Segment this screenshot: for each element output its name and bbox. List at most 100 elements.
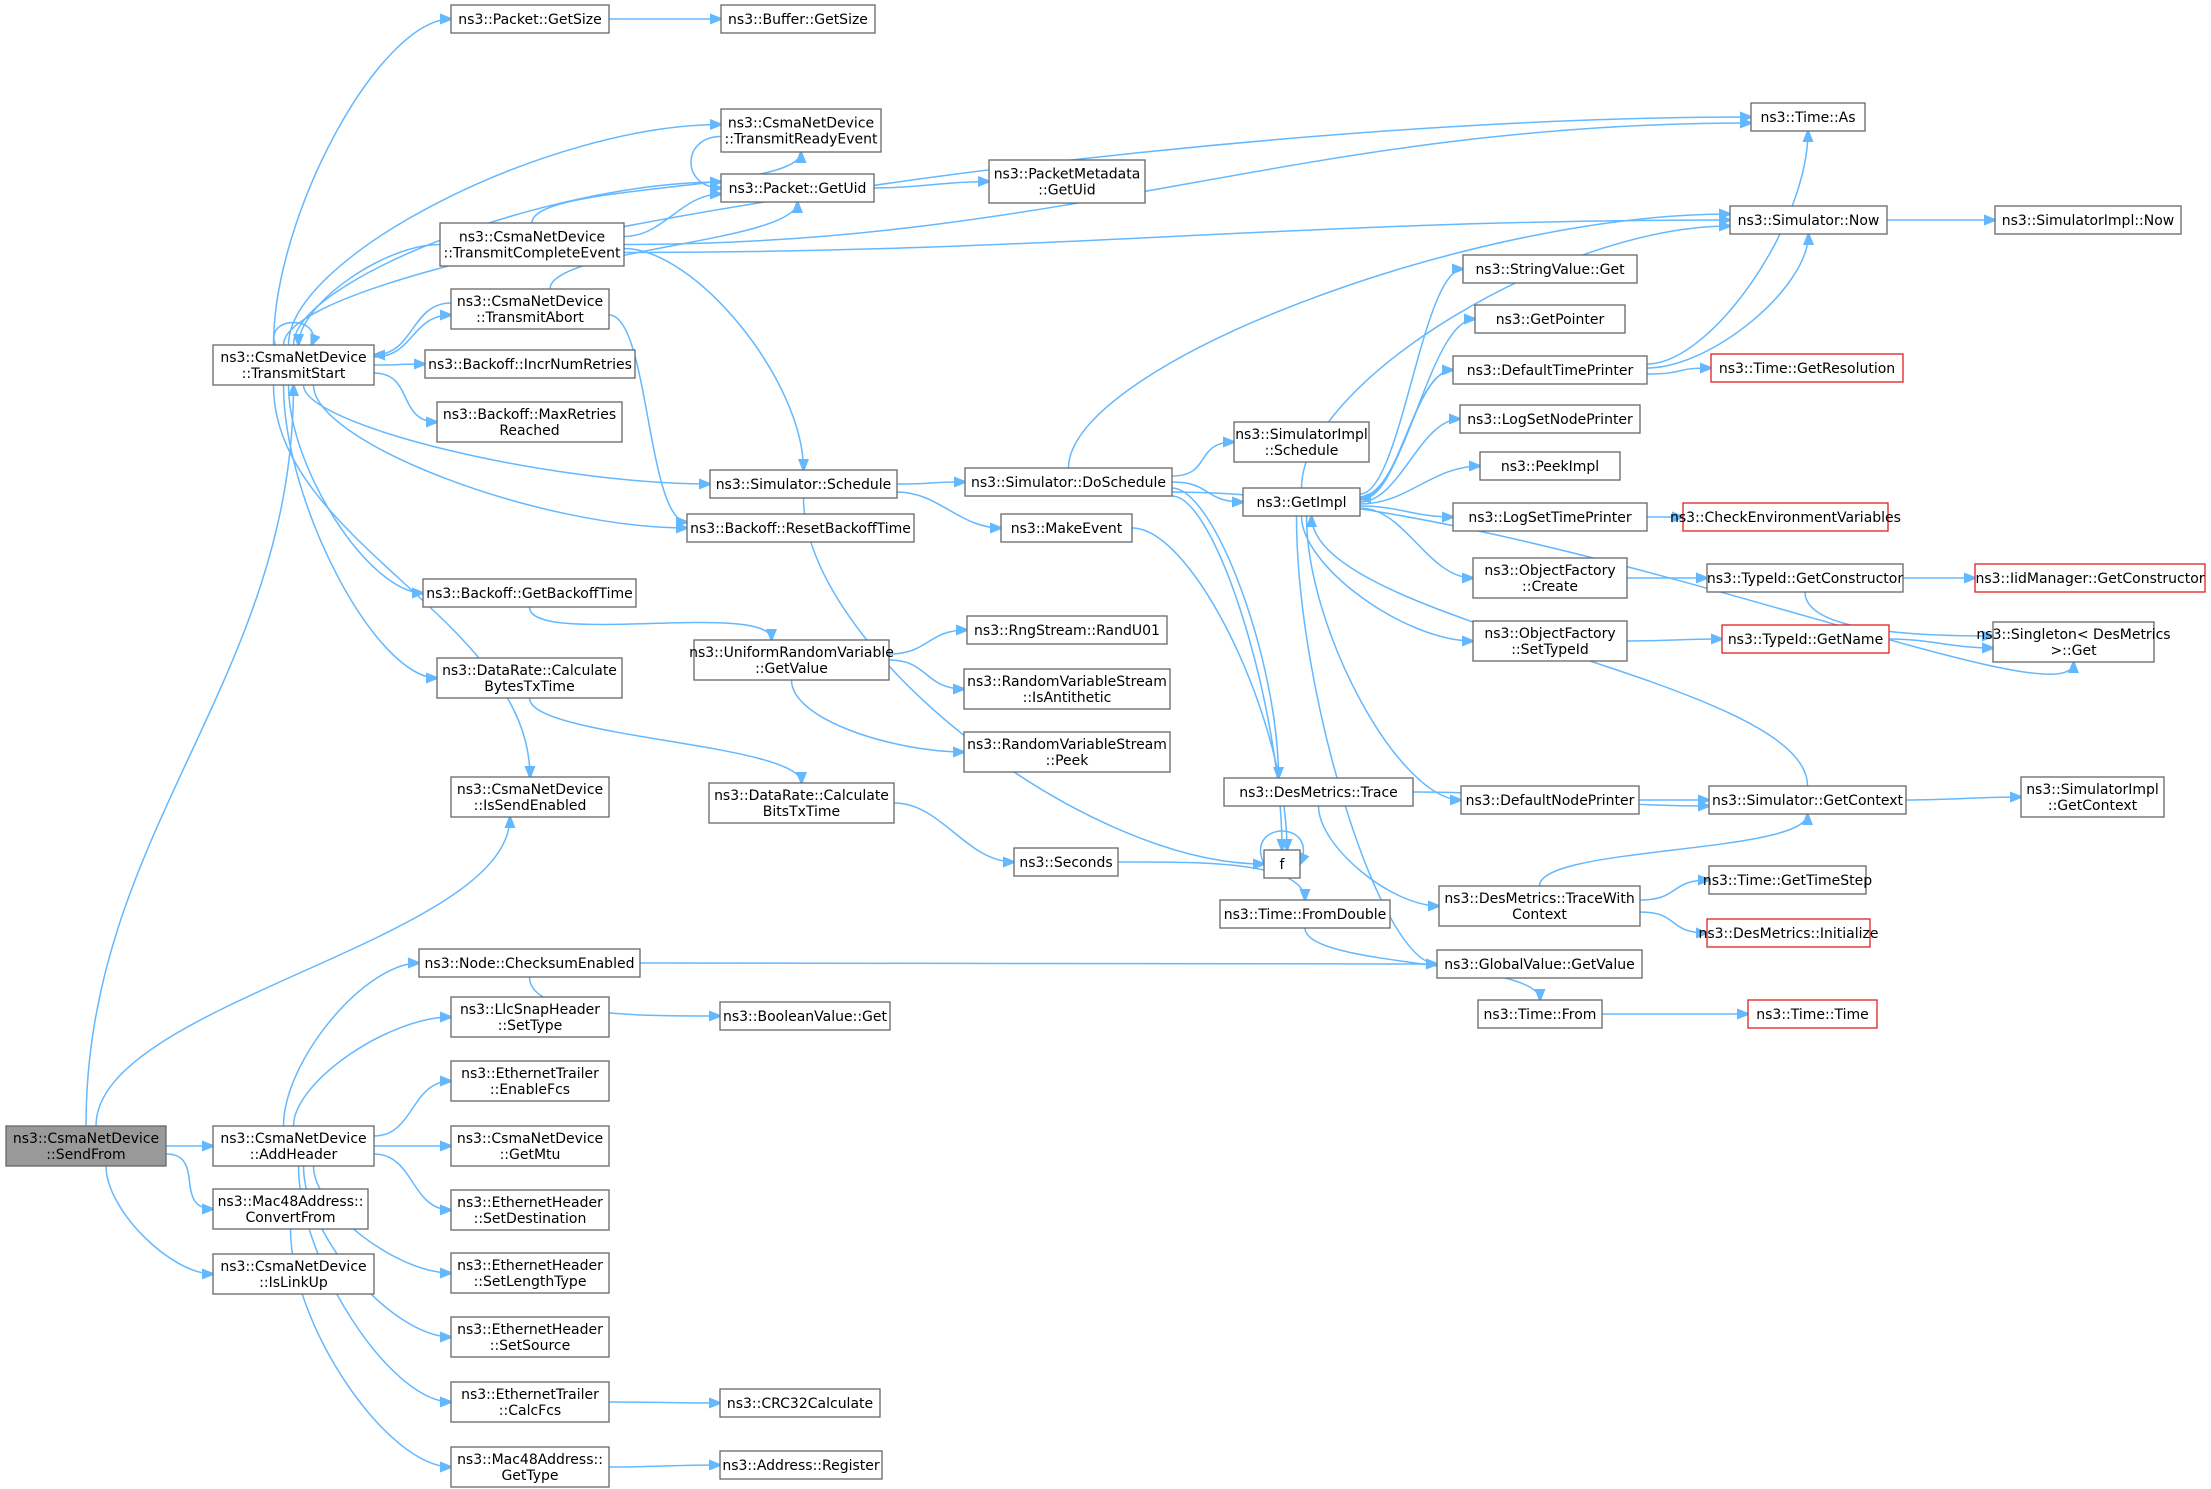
node-desm_trace[interactable]: ns3::DesMetrics::Trace (1223, 777, 1414, 807)
edge-transmitcomplete-to-pkt_getuid (623, 194, 721, 238)
node-label: ::SendFrom (46, 1147, 125, 1163)
node-typeid_getname[interactable]: ns3::TypeId::GetName (1721, 624, 1890, 654)
edge-transmitcomplete-to-transmitstart (299, 243, 441, 346)
node-label: ns3::MakeEvent (1011, 521, 1123, 537)
node-gettimestep[interactable]: ns3::Time::GetTimeStep (1703, 865, 1872, 895)
node-box (5, 1125, 167, 1167)
node-box (1474, 304, 1626, 334)
node-fromdouble[interactable]: ns3::Time::FromDouble (1219, 899, 1391, 929)
node-addheader[interactable]: ns3::CsmaNetDevice::AddHeader (212, 1125, 375, 1167)
node-boolval_get[interactable]: ns3::BooleanValue::Get (719, 1001, 891, 1031)
edge-deftimeprinter-to-getimpl (1360, 369, 1454, 498)
node-getcontext[interactable]: ns3::Simulator::GetContext (1708, 785, 1907, 815)
node-peekimpl[interactable]: ns3::PeekImpl (1479, 451, 1621, 481)
node-label: ::AddHeader (250, 1147, 338, 1163)
node-box (1992, 621, 2155, 663)
node-transmitabort[interactable]: ns3::CsmaNetDevice::TransmitAbort (450, 288, 610, 330)
node-setlentype[interactable]: ns3::EthernetHeader::SetLengthType (450, 1252, 610, 1294)
node-crc32[interactable]: ns3::CRC32Calculate (719, 1388, 881, 1418)
node-schedule[interactable]: ns3::Simulator::Schedule (709, 469, 898, 499)
edge-getimpl-to-defnodeprinter (1305, 515, 1462, 800)
node-box (450, 1189, 610, 1231)
node-calcfcs[interactable]: ns3::EthernetTrailer::CalcFcs (450, 1381, 610, 1423)
node-label: ns3::EthernetHeader (457, 1322, 603, 1338)
node-getresolution[interactable]: ns3::Time::GetResolution (1710, 353, 1904, 383)
node-getconstructor[interactable]: ns3::TypeId::GetConstructor (1706, 563, 1904, 593)
node-setsource[interactable]: ns3::EthernetHeader::SetSource (450, 1316, 610, 1358)
node-pm_getuid[interactable]: ns3::PacketMetadata::GetUid (988, 159, 1146, 204)
node-label: ::TransmitReadyEvent (724, 132, 878, 148)
node-getpointer[interactable]: ns3::GetPointer (1474, 304, 1626, 334)
node-box (450, 1252, 610, 1294)
node-seconds[interactable]: ns3::Seconds (1013, 847, 1119, 877)
node-checksum[interactable]: ns3::Node::ChecksumEnabled (418, 948, 641, 978)
node-islinkup[interactable]: ns3::CsmaNetDevice::IsLinkUp (212, 1253, 375, 1295)
node-label: ns3::LogSetTimePrinter (1468, 510, 1632, 526)
node-iid_getconstructor[interactable]: ns3::IidManager::GetConstructor (1974, 563, 2206, 593)
node-box (2020, 776, 2165, 818)
node-box (1472, 557, 1628, 599)
node-incrnumretries[interactable]: ns3::Backoff::IncrNumRetries (424, 349, 636, 379)
node-resetbackoff[interactable]: ns3::Backoff::ResetBackoffTime (686, 513, 915, 543)
node-transmitstart[interactable]: ns3::CsmaNetDevice::TransmitStart (212, 344, 375, 386)
node-box (1263, 849, 1301, 879)
node-convertfrom[interactable]: ns3::Mac48Address::ConvertFrom (212, 1188, 369, 1230)
node-checkenv[interactable]: ns3::CheckEnvironmentVariables (1670, 502, 1901, 532)
edge-schedule-to-makeevent (896, 491, 1001, 528)
node-sendfrom[interactable]: ns3::CsmaNetDevice::SendFrom (5, 1125, 167, 1167)
node-getimpl[interactable]: ns3::GetImpl (1242, 487, 1361, 517)
node-pkt_getsize[interactable]: ns3::Packet::GetSize (450, 4, 610, 34)
node-isantithetic[interactable]: ns3::RandomVariableStream::IsAntithetic (963, 668, 1171, 710)
node-transmitcomplete[interactable]: ns3::CsmaNetDevice::TransmitCompleteEven… (439, 222, 625, 267)
node-simimpl_schedule[interactable]: ns3::SimulatorImpl::Schedule (1233, 421, 1370, 463)
node-of_settypeid[interactable]: ns3::ObjectFactory::SetTypeId (1472, 620, 1628, 662)
node-of_create[interactable]: ns3::ObjectFactory::Create (1472, 557, 1628, 599)
node-label: ns3::Packet::GetSize (458, 12, 601, 28)
node-logsettime[interactable]: ns3::LogSetTimePrinter (1452, 502, 1648, 532)
node-setdest[interactable]: ns3::EthernetHeader::SetDestination (450, 1189, 610, 1231)
node-label: ns3::CsmaNetDevice (220, 1259, 366, 1275)
node-box (436, 657, 623, 699)
node-time_time[interactable]: ns3::Time::Time (1747, 999, 1878, 1029)
node-enablefcs[interactable]: ns3::EthernetTrailer::EnableFcs (450, 1060, 610, 1102)
node-makeevent[interactable]: ns3::MakeEvent (1000, 513, 1133, 543)
node-label: ns3::Node::ChecksumEnabled (425, 956, 635, 972)
node-doschedule[interactable]: ns3::Simulator::DoSchedule (964, 467, 1173, 497)
node-label: ns3::DesMetrics::Trace (1239, 785, 1398, 801)
node-pkt_getuid[interactable]: ns3::Packet::GetUid (720, 173, 875, 203)
node-mac_gettype[interactable]: ns3::Mac48Address::GetType (450, 1446, 610, 1488)
node-urv_getvalue[interactable]: ns3::UniformRandomVariable::GetValue (689, 639, 894, 681)
node-gv_getvalue[interactable]: ns3::GlobalValue::GetValue (1436, 949, 1643, 979)
node-label: ns3::SimulatorImpl::Now (2002, 213, 2175, 229)
node-defnodeprinter[interactable]: ns3::DefaultNodePrinter (1460, 785, 1640, 815)
node-buf_getsize[interactable]: ns3::Buffer::GetSize (720, 4, 876, 34)
node-deftimeprinter[interactable]: ns3::DefaultTimePrinter (1452, 355, 1648, 385)
node-stringvalue_get[interactable]: ns3::StringValue::Get (1462, 254, 1638, 284)
node-label: ns3::RandomVariableStream (967, 737, 1167, 753)
node-transmitready[interactable]: ns3::CsmaNetDevice::TransmitReadyEvent (720, 108, 882, 153)
node-time_from[interactable]: ns3::Time::From (1477, 999, 1603, 1029)
edge-deftimeprinter-to-sim_now (1646, 234, 1809, 369)
node-simimpl_now[interactable]: ns3::SimulatorImpl::Now (1994, 205, 2182, 235)
node-getmtu[interactable]: ns3::CsmaNetDevice::GetMtu (450, 1125, 610, 1167)
node-getbackoff[interactable]: ns3::Backoff::GetBackoffTime (422, 578, 637, 608)
node-time_as[interactable]: ns3::Time::As (1750, 102, 1866, 132)
node-addr_register[interactable]: ns3::Address::Register (719, 1450, 883, 1480)
node-simimpl_getcontext[interactable]: ns3::SimulatorImpl::GetContext (2020, 776, 2165, 818)
node-llc_settype[interactable]: ns3::LlcSnapHeader::SetType (450, 996, 610, 1038)
node-randu01[interactable]: ns3::RngStream::RandU01 (966, 615, 1168, 645)
node-label: ns3::Time::Time (1756, 1007, 1868, 1023)
node-peek[interactable]: ns3::RandomVariableStream::Peek (963, 731, 1171, 773)
node-f[interactable]: f (1263, 849, 1301, 879)
node-logsetnode[interactable]: ns3::LogSetNodePrinter (1459, 404, 1641, 434)
node-issendenabled[interactable]: ns3::CsmaNetDevice::IsSendEnabled (450, 776, 610, 818)
node-desm_init[interactable]: ns3::DesMetrics::Initialize (1698, 918, 1879, 948)
node-box (450, 1125, 610, 1167)
node-singleton[interactable]: ns3::Singleton< DesMetrics>::Get (1976, 621, 2171, 663)
node-sim_now[interactable]: ns3::Simulator::Now (1729, 205, 1888, 235)
